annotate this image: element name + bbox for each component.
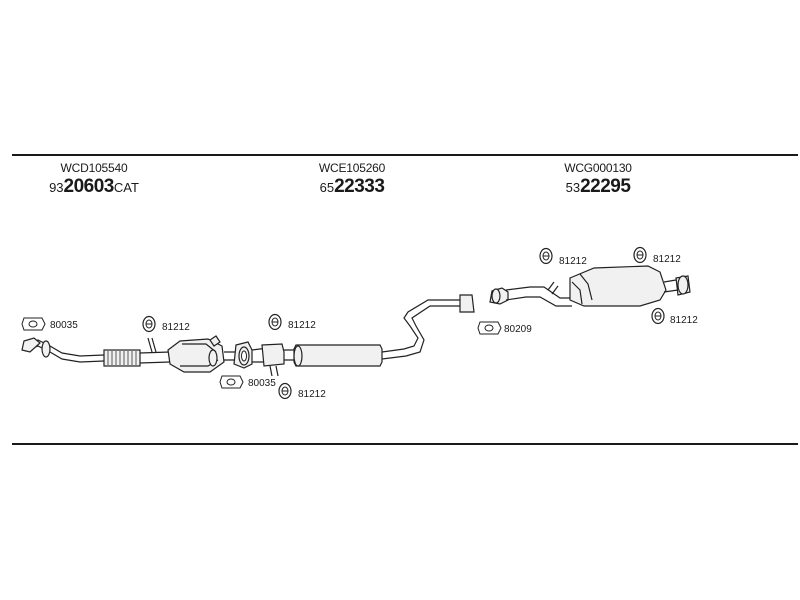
callout-label: 81212 xyxy=(670,315,698,326)
callout-rear-clamp-left: 81212 xyxy=(539,247,587,267)
callout-label: 80209 xyxy=(504,324,532,335)
callout-label: 81212 xyxy=(559,256,587,267)
bottom-divider-line xyxy=(12,443,798,445)
gasket-icon xyxy=(477,321,502,335)
assembly-code: WCG000130 xyxy=(564,161,632,175)
clamp-icon xyxy=(278,382,292,400)
gasket-icon xyxy=(21,317,46,331)
clamp-icon xyxy=(268,313,282,331)
part-number-main: 22295 xyxy=(580,176,631,197)
callout-rear-gasket: 80209 xyxy=(477,321,532,335)
assembly-code: WCE105260 xyxy=(318,161,386,175)
clamp-icon xyxy=(651,307,665,325)
gasket-icon xyxy=(219,375,244,389)
callout-label: 80035 xyxy=(248,378,276,389)
assembly-rear-muffler: WCG000130 5322295 xyxy=(538,161,658,198)
clamp-icon xyxy=(633,246,647,264)
callout-label: 81212 xyxy=(162,322,190,333)
part-number-prefix: 93 xyxy=(49,180,64,195)
clamp-icon xyxy=(142,315,156,333)
assembly-part-number: 9320603CAT xyxy=(34,176,154,198)
assembly-part-number: 6522333 xyxy=(292,176,412,198)
part-number-main: 20603 xyxy=(63,176,115,197)
callout-label: 80035 xyxy=(50,320,78,331)
top-divider-line xyxy=(12,154,798,156)
intermediate-pipe-with-resonator xyxy=(233,294,475,377)
callout-middle-gasket: 80035 xyxy=(219,375,276,389)
callout-front-clamp: 81212 xyxy=(142,315,190,333)
callout-middle-clamp-bottom: 81212 xyxy=(278,382,326,400)
assembly-middle-section: WCE105260 6522333 xyxy=(292,161,412,198)
callout-rear-clamp-bottom: 81212 xyxy=(651,307,698,326)
assembly-front-pipe: WCD105540 9320603CAT xyxy=(34,161,154,198)
callout-rear-clamp-right: 81212 xyxy=(633,246,681,265)
part-number-suffix: CAT xyxy=(113,180,139,195)
callout-front-gasket: 80035 xyxy=(21,317,78,331)
front-pipe-with-catalyst xyxy=(21,335,236,373)
part-number-prefix: 53 xyxy=(565,180,581,195)
part-number-main: 22333 xyxy=(334,176,385,197)
callout-label: 81212 xyxy=(298,389,326,400)
rear-muffler xyxy=(489,265,691,307)
callout-label: 81212 xyxy=(653,254,681,265)
callout-label: 81212 xyxy=(288,320,316,331)
clamp-icon xyxy=(539,247,553,265)
callout-middle-clamp-top: 81212 xyxy=(268,313,316,331)
part-number-prefix: 65 xyxy=(319,180,335,195)
assembly-code: WCD105540 xyxy=(60,161,128,175)
assembly-part-number: 5322295 xyxy=(538,176,658,198)
